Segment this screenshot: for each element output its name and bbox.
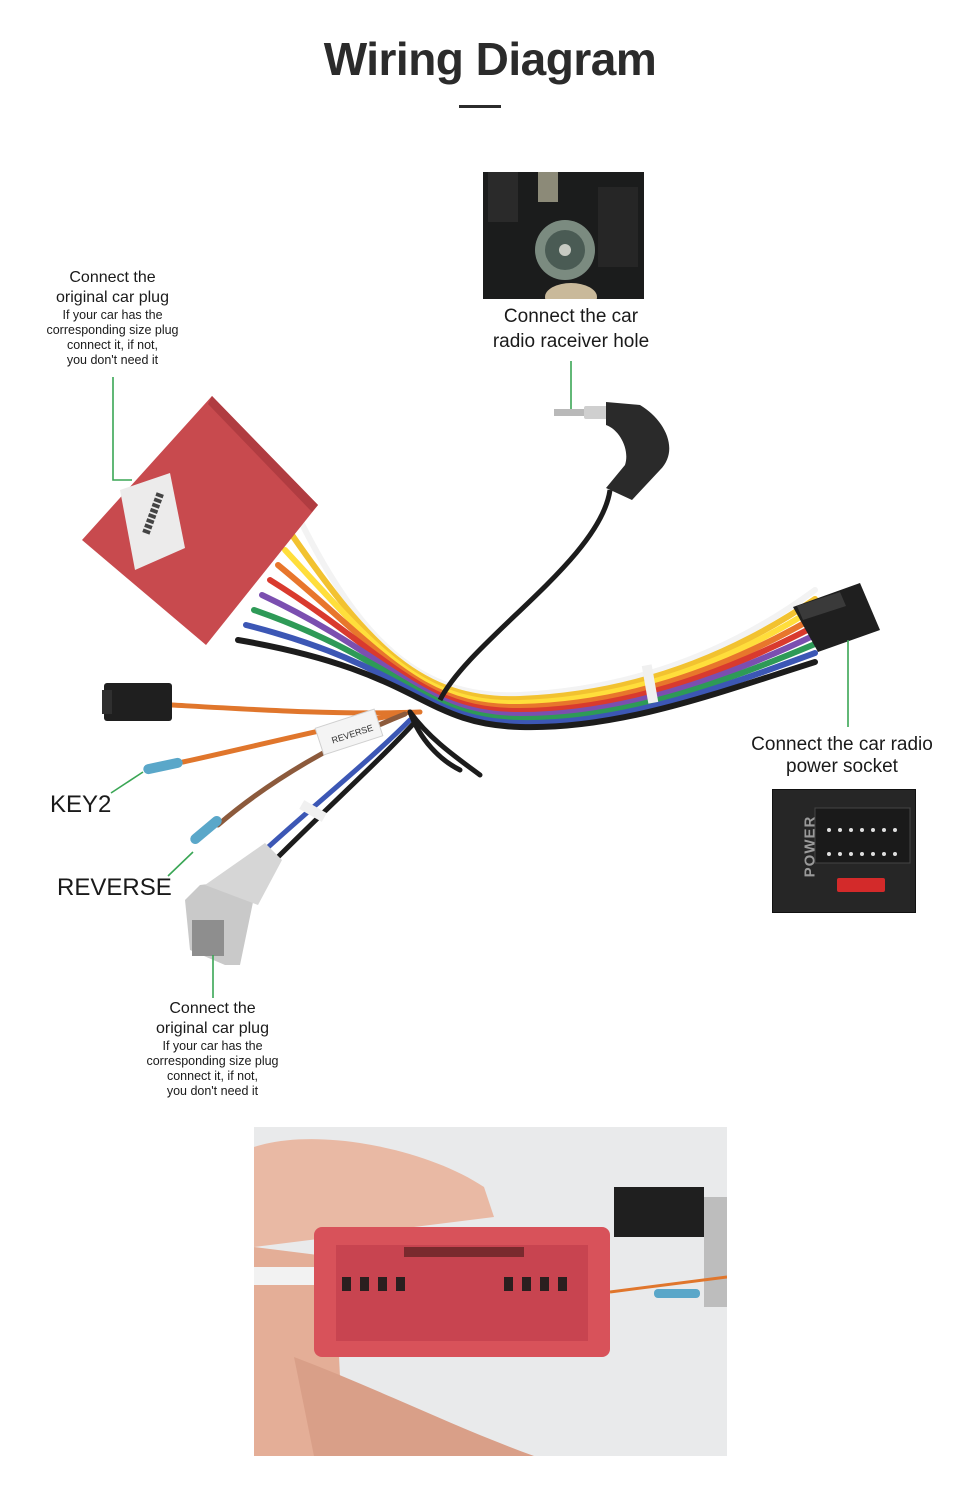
label-bottom-plug: Connect the original car plug If your ca…: [130, 999, 295, 1099]
label-sub-line: you don't need it: [166, 1084, 259, 1098]
label-sub-line: corresponding size plug: [146, 1054, 279, 1068]
page-title: Wiring Diagram: [323, 33, 657, 85]
zip-tie: [641, 664, 659, 704]
small-black-connector: [102, 683, 172, 721]
label-main-line: Connect the: [69, 269, 156, 286]
leader-top-left: [112, 377, 132, 481]
wire: [215, 711, 408, 828]
label-key2: KEY2: [50, 791, 112, 818]
connector-in-hand-photo: [254, 1127, 727, 1456]
wire-bundle: [169, 517, 818, 863]
wire: [272, 719, 418, 863]
wire: [407, 709, 483, 778]
power-photo-text: POWER: [801, 815, 819, 878]
main-red-connector: ▮▮▮▮▮▮▮▮: [82, 396, 318, 645]
label-main-line: Connect the car radio: [751, 734, 933, 755]
label-top-left-plug: Connect the original car plug If your ca…: [30, 268, 195, 368]
wire: [180, 709, 413, 765]
leader-reverse: [167, 851, 194, 877]
title-underline: [459, 105, 501, 108]
wire: [262, 717, 413, 853]
label-sub-line: corresponding size plug: [46, 323, 179, 337]
label-main-line: power socket: [786, 756, 898, 777]
antenna-cable: [437, 489, 613, 702]
wire: [297, 517, 818, 699]
antenna-plug: [554, 402, 670, 500]
label-sub-line: connect it, if not,: [66, 338, 159, 352]
label-main-line: Connect the car: [503, 306, 639, 327]
wire: [235, 637, 818, 731]
leader-lines: [110, 361, 849, 998]
grey-bottom-connector: [185, 843, 282, 965]
reverse-sticker: REVERSE: [314, 708, 384, 756]
label-main-line: original car plug: [156, 1020, 269, 1037]
label-sub-line: connect it, if not,: [166, 1069, 259, 1083]
label-antenna: Connect the car radio raceiver hole: [471, 304, 671, 354]
label-sub-line: you don't need it: [66, 353, 159, 367]
reverse-pin: [190, 816, 222, 844]
key2-pin: [143, 757, 183, 775]
antenna-socket-photo: [483, 172, 644, 299]
leader-key2: [110, 771, 144, 794]
wire: [251, 607, 818, 723]
label-power-socket: Connect the car radio power socket: [724, 734, 960, 778]
label-main-line: Connect the: [169, 1000, 256, 1017]
zip-tie: [299, 800, 327, 822]
wire: [407, 709, 463, 773]
label-main-line: radio raceiver hole: [492, 331, 650, 352]
wire: [169, 702, 423, 716]
wire: [267, 577, 818, 715]
label-sub-line: If your car has the: [62, 308, 163, 322]
wire: [289, 532, 818, 703]
label-sub-line: If your car has the: [162, 1039, 263, 1053]
wire: [243, 622, 818, 727]
power-connector: [793, 583, 880, 652]
label-reverse: REVERSE: [57, 874, 172, 901]
power-socket-photo: POWER: [772, 789, 916, 913]
label-main-line: original car plug: [56, 289, 169, 306]
wire: [275, 562, 818, 711]
wire: [259, 592, 818, 719]
wire: [282, 547, 818, 707]
